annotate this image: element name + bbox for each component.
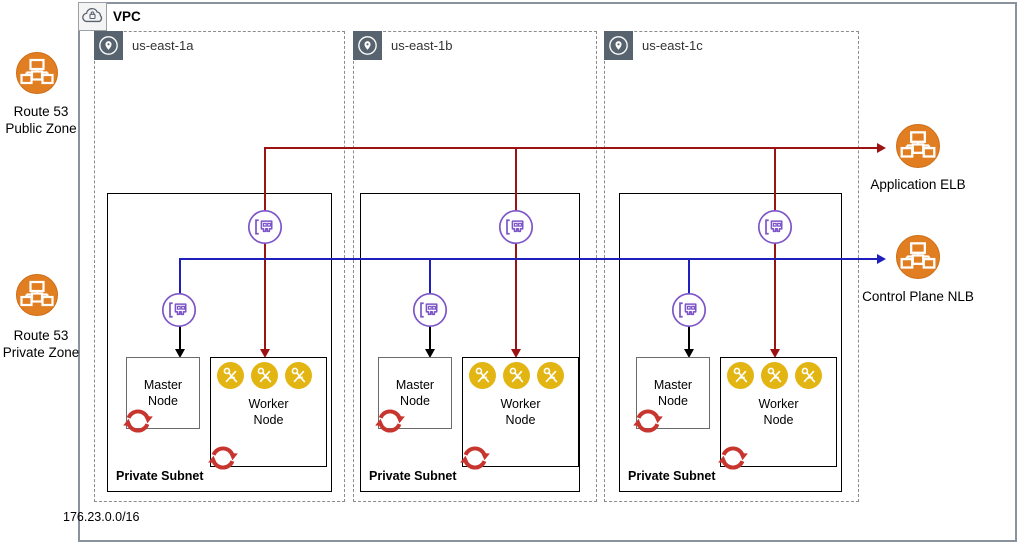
network-interface-icon bbox=[671, 292, 707, 328]
pod-icon bbox=[795, 362, 822, 389]
pod-icon bbox=[503, 362, 530, 389]
pod-icon bbox=[217, 362, 244, 389]
private-subnet-box-1a: Private Subnet bbox=[107, 193, 332, 492]
az-label-us-east-1c: us-east-1c bbox=[642, 38, 703, 53]
az-label-us-east-1a: us-east-1a bbox=[132, 38, 194, 53]
arrowhead-into-worker-1c bbox=[769, 349, 780, 358]
openshift-sync-icon bbox=[715, 440, 751, 476]
pod-icon bbox=[251, 362, 278, 389]
location-pin-icon bbox=[94, 31, 123, 60]
application-elb-label: Application ELB bbox=[870, 177, 966, 192]
control-plane-nlb-label: Control Plane NLB bbox=[862, 289, 974, 304]
network-interface-icon bbox=[247, 209, 283, 245]
network-interface-icon bbox=[161, 292, 197, 328]
master-node-label: Master Node bbox=[143, 377, 183, 408]
arrowhead-into-worker-1b bbox=[510, 349, 521, 358]
master-node-1a: Master Node bbox=[126, 357, 200, 429]
route53-private-zone-label: Route 53 Private Zone bbox=[2, 328, 80, 360]
connection-nlb-horizontal bbox=[180, 258, 884, 260]
application-elb-icon bbox=[896, 124, 940, 168]
connection-elb-drop-1a bbox=[264, 147, 266, 350]
master-node-label: Master Node bbox=[395, 377, 435, 408]
private-subnet-label: Private Subnet bbox=[369, 469, 457, 483]
private-subnet-box-1c: Private Subnet bbox=[619, 193, 842, 492]
vpc-cidr-label: 176.23.0.0/16 bbox=[63, 510, 140, 524]
private-subnet-label: Private Subnet bbox=[628, 469, 716, 483]
az-box-us-east-1a bbox=[94, 31, 345, 502]
openshift-sync-icon bbox=[120, 403, 156, 439]
connection-nlb-drop-1c bbox=[688, 258, 690, 304]
openshift-sync-icon bbox=[205, 440, 241, 476]
az-label-us-east-1b: us-east-1b bbox=[391, 38, 453, 53]
vpc-label: VPC bbox=[113, 9, 141, 24]
location-pin-icon bbox=[353, 31, 382, 60]
worker-node-label: Worker Node bbox=[500, 397, 541, 428]
master-node-1c: Master Node bbox=[636, 357, 710, 429]
pod-icon bbox=[727, 362, 754, 389]
control-plane-nlb-icon bbox=[896, 235, 940, 279]
pod-icon bbox=[469, 362, 496, 389]
vpc-cloud-lock-icon bbox=[78, 2, 107, 31]
network-interface-icon bbox=[412, 292, 448, 328]
route53-private-zone-icon bbox=[16, 274, 58, 316]
arrowhead-into-master-1b bbox=[424, 349, 435, 358]
openshift-sync-icon bbox=[630, 403, 666, 439]
worker-node-label: Worker Node bbox=[248, 397, 289, 428]
connection-nlb-drop-1b bbox=[429, 258, 431, 304]
route53-public-zone-label: Route 53 Public Zone bbox=[5, 104, 77, 136]
pod-icon bbox=[537, 362, 564, 389]
connection-elb-drop-1c bbox=[774, 147, 776, 350]
az-box-us-east-1c bbox=[604, 31, 859, 502]
location-pin-icon bbox=[604, 31, 633, 60]
arrowhead-into-master-1c bbox=[683, 349, 694, 358]
connection-elb-horizontal bbox=[265, 147, 884, 149]
openshift-sync-icon bbox=[372, 403, 408, 439]
master-node-label: Master Node bbox=[653, 377, 693, 408]
connection-nlb-drop-1a bbox=[179, 258, 181, 304]
connection-elb-drop-1b bbox=[515, 147, 517, 350]
worker-node-label: Worker Node bbox=[758, 397, 799, 428]
vpc-container bbox=[78, 2, 1017, 542]
openshift-sync-icon bbox=[457, 440, 493, 476]
arrowhead-into-worker-1a bbox=[259, 349, 270, 358]
network-interface-icon bbox=[498, 209, 534, 245]
private-subnet-label: Private Subnet bbox=[116, 469, 204, 483]
route53-public-zone-icon bbox=[16, 52, 58, 94]
arrowhead-into-master-1a bbox=[174, 349, 185, 358]
master-node-1b: Master Node bbox=[378, 357, 452, 429]
az-box-us-east-1b bbox=[353, 31, 597, 502]
private-subnet-box-1b: Private Subnet bbox=[360, 193, 580, 492]
pod-icon bbox=[761, 362, 788, 389]
pod-icon bbox=[285, 362, 312, 389]
network-interface-icon bbox=[757, 209, 793, 245]
arrowhead-into-elb bbox=[877, 142, 886, 153]
arrowhead-into-nlb bbox=[877, 253, 886, 264]
